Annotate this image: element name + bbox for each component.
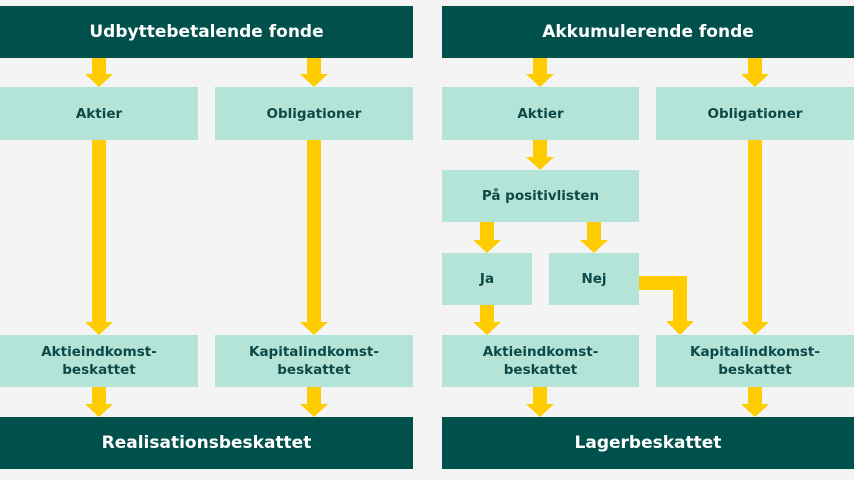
label: Aktieindkomst- beskattet bbox=[41, 344, 157, 378]
arrow-down bbox=[473, 305, 501, 335]
left-aktieindkomst-box: Aktieindkomst- beskattet bbox=[0, 335, 198, 387]
arrow-down bbox=[300, 58, 328, 87]
arrow-down bbox=[741, 140, 769, 335]
right-obligationer-box: Obligationer bbox=[656, 87, 854, 140]
arrow-down bbox=[741, 58, 769, 87]
positivlisten-box: På positivlisten bbox=[442, 170, 639, 222]
right-aktier-box: Aktier bbox=[442, 87, 639, 140]
nej-box: Nej bbox=[549, 253, 639, 305]
label: Kapitalindkomst- beskattet bbox=[689, 344, 820, 378]
label: Aktier bbox=[517, 105, 564, 122]
left-kapitalindkomst-box: Kapitalindkomst- beskattet bbox=[215, 335, 413, 387]
arrow-down bbox=[300, 387, 328, 417]
left-title: Udbyttebetalende fonde bbox=[0, 6, 413, 58]
arrow-down bbox=[85, 58, 113, 87]
arrow-down bbox=[580, 222, 608, 253]
label: Obligationer bbox=[266, 105, 362, 122]
arrow-down bbox=[526, 140, 554, 170]
label: Kapitalindkomst- beskattet bbox=[248, 344, 379, 378]
left-footer: Realisationsbeskattet bbox=[0, 417, 413, 469]
ja-box: Ja bbox=[442, 253, 532, 305]
arrow-down bbox=[526, 387, 554, 417]
label: Nej bbox=[581, 271, 607, 287]
arrow-down bbox=[473, 222, 501, 253]
right-aktieindkomst-box: Aktieindkomst- beskattet bbox=[442, 335, 639, 387]
arrow-down bbox=[526, 58, 554, 87]
label: På positivlisten bbox=[481, 188, 600, 204]
arrow-down bbox=[300, 140, 328, 335]
label: Obligationer bbox=[707, 105, 803, 122]
label: Aktieindkomst- beskattet bbox=[482, 344, 599, 378]
arrow-down bbox=[85, 387, 113, 417]
arrow-elbow-nej bbox=[639, 276, 694, 335]
arrow-down bbox=[741, 387, 769, 417]
right-title: Akkumulerende fonde bbox=[442, 6, 854, 58]
arrow-down bbox=[85, 140, 113, 335]
right-footer: Lagerbeskattet bbox=[442, 417, 854, 469]
label: Ja bbox=[479, 271, 495, 287]
label: Aktier bbox=[75, 105, 123, 122]
right-kapitalindkomst-box: Kapitalindkomst- beskattet bbox=[656, 335, 854, 387]
left-obligationer-box: Obligationer bbox=[215, 87, 413, 140]
left-aktier-box: Aktier bbox=[0, 87, 198, 140]
